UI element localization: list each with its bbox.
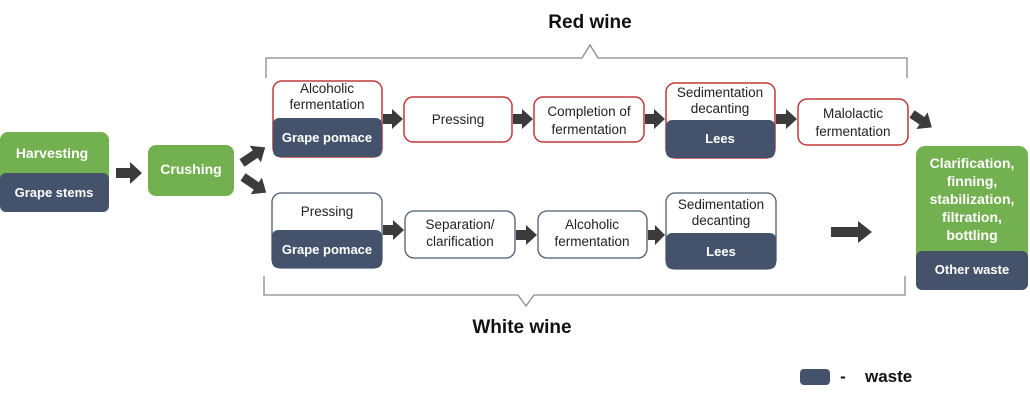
- arrow-white-3: [648, 225, 665, 245]
- white-wine-bracket: [263, 276, 906, 308]
- legend-waste-swatch: [800, 369, 830, 385]
- final-line1: Clarification,: [930, 155, 1015, 171]
- final-line5: bottling: [946, 227, 997, 243]
- red-wine-bracket: [265, 43, 908, 78]
- red-malolactic-line1: Malolactic: [823, 106, 883, 121]
- red-lees-label: Lees: [705, 131, 735, 146]
- white-alcoholic-line2: fermentation: [554, 234, 629, 249]
- arrow-crush-to-white: [240, 173, 267, 195]
- red-alcoholic-fermentation-step: Alcoholic fermentation Grape pomace: [272, 80, 383, 158]
- white-lees-waste-box: [666, 233, 776, 269]
- white-separation-step: Separation/ clarification: [404, 210, 516, 259]
- red-pressing-step: Pressing: [403, 96, 513, 143]
- final-line4: filtration,: [942, 209, 1002, 225]
- white-sedimentation-line2: decanting: [692, 213, 751, 228]
- white-grape-pomace-label: Grape pomace: [282, 242, 372, 257]
- red-alcoholic-line2: fermentation: [289, 97, 364, 112]
- arrow-red-1: [383, 109, 403, 129]
- white-sedimentation-step: Sedimentation decanting Lees: [665, 192, 777, 270]
- white-separation-box: [404, 210, 516, 259]
- arrow-red-to-final: [909, 110, 932, 130]
- arrow-harvest-to-crush: [116, 162, 142, 184]
- arrow-red-3: [645, 109, 665, 129]
- arrow-white-to-final: [831, 221, 872, 243]
- legend: - waste: [800, 367, 912, 386]
- white-separation-line1: Separation/: [425, 217, 494, 232]
- white-pressing-step: Pressing Grape pomace: [271, 192, 383, 269]
- red-alcoholic-line1: Alcoholic: [300, 81, 354, 96]
- white-sedimentation-line1: Sedimentation: [678, 197, 764, 212]
- white-alcoholic-step: Alcoholic fermentation: [537, 210, 648, 259]
- red-grape-pomace-waste-box: [273, 118, 382, 157]
- red-malolactic-line2: fermentation: [815, 124, 890, 139]
- arrow-red-4: [776, 109, 797, 129]
- red-completion-step: Completion of fermentation: [533, 96, 645, 143]
- flow-arrows: [116, 109, 932, 245]
- grape-stems-waste-box: [0, 173, 109, 212]
- red-pressing-box: [403, 96, 513, 143]
- final-line2: finning,: [947, 173, 998, 189]
- arrow-white-2: [516, 225, 537, 245]
- red-completion-line1: Completion of: [547, 104, 631, 119]
- arrow-crush-to-red: [239, 145, 266, 167]
- arrow-red-2: [513, 109, 533, 129]
- white-separation-line2: clarification: [426, 234, 494, 249]
- white-alcoholic-line1: Alcoholic: [565, 217, 619, 232]
- crushing-label: Crushing: [160, 161, 221, 177]
- red-sedimentation-line2: decanting: [691, 101, 750, 116]
- grape-stems-label: Grape stems: [15, 185, 94, 200]
- arrow-white-1: [383, 220, 404, 240]
- harvesting-label: Harvesting: [16, 145, 88, 161]
- red-malolactic-step: Malolactic fermentation: [797, 98, 909, 146]
- white-pressing-label: Pressing: [301, 204, 354, 219]
- legend-label: waste: [864, 367, 912, 386]
- crushing-box: [148, 145, 234, 196]
- white-alcoholic-box: [537, 210, 648, 259]
- red-malolactic-box: [797, 98, 909, 146]
- red-wine-title: Red wine: [548, 12, 631, 33]
- other-waste-box: [916, 251, 1028, 290]
- red-pressing-label: Pressing: [432, 112, 485, 127]
- legend-dash: -: [840, 367, 846, 386]
- final-step: Clarification, finning, stabilization, f…: [916, 146, 1028, 290]
- harvesting-step: Harvesting Grape stems: [0, 132, 109, 212]
- red-grape-pomace-label: Grape pomace: [282, 130, 372, 145]
- red-completion-line2: fermentation: [551, 122, 626, 137]
- crushing-step: Crushing: [148, 145, 234, 196]
- red-completion-box: [533, 96, 645, 143]
- white-lees-label: Lees: [706, 244, 736, 259]
- red-lees-waste-box: [666, 120, 775, 158]
- final-line3: stabilization,: [930, 191, 1015, 207]
- white-grape-pomace-waste-box: [272, 230, 382, 268]
- other-waste-label: Other waste: [935, 262, 1009, 277]
- red-sedimentation-line1: Sedimentation: [677, 85, 763, 100]
- white-wine-title: White wine: [472, 317, 571, 338]
- red-sedimentation-step: Sedimentation decanting Lees: [665, 82, 776, 159]
